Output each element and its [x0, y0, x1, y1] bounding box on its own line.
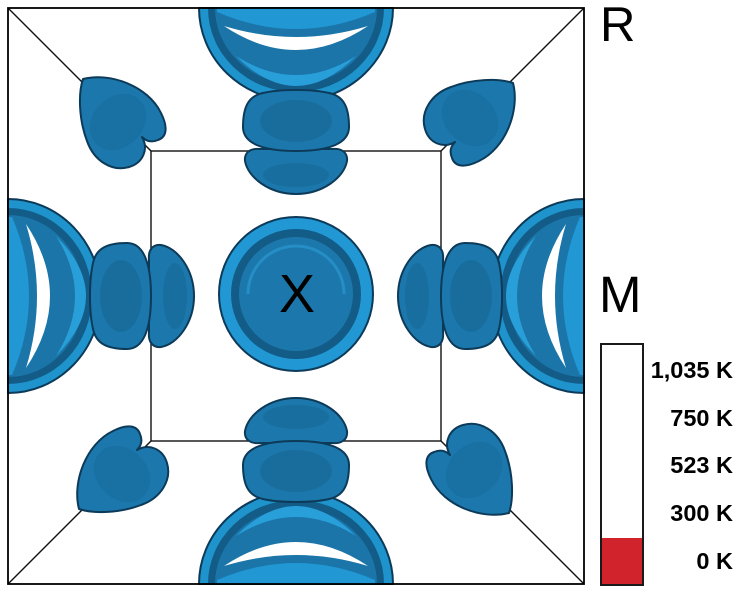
- colorbar-tick-4: 0 K: [696, 548, 733, 574]
- colorbar-tick-0: 1,035 K: [651, 357, 733, 383]
- colorbar-border: [600, 343, 644, 586]
- teardrop-shading: [89, 93, 147, 151]
- colorbar-tick-3: 300 K: [670, 500, 733, 526]
- inner-bowl-pocket: [243, 147, 349, 195]
- half-disc-bright-band: [217, 8, 375, 29]
- temperature-colorbar: 1,035 K 750 K 523 K 300 K 0 K: [600, 343, 733, 586]
- fermi-pocket-edge-unit-top: [198, 7, 394, 195]
- colorbar-highlight-segment: [601, 538, 643, 585]
- colorbar-tick-2: 523 K: [670, 452, 733, 478]
- center-pocket-highlight: [246, 244, 346, 295]
- teardrop-pocket: [78, 76, 167, 170]
- fermi-pocket-center: X: [218, 216, 374, 372]
- half-disc-bright-rim: [236, 56, 356, 86]
- inner-bowl-shading: [263, 163, 329, 187]
- x-point-label: X: [279, 264, 315, 324]
- m-point-label: M: [599, 266, 641, 323]
- r-point-label: R: [600, 0, 635, 52]
- center-pocket-disk: [239, 237, 353, 351]
- dome-shading: [260, 100, 332, 142]
- zone-outer-border: [7, 7, 585, 585]
- colorbar-tick-1: 750 K: [670, 405, 733, 431]
- fermi-pocket-corner-unit-top-left: [78, 76, 167, 170]
- half-disc-white-crescent: [224, 26, 368, 50]
